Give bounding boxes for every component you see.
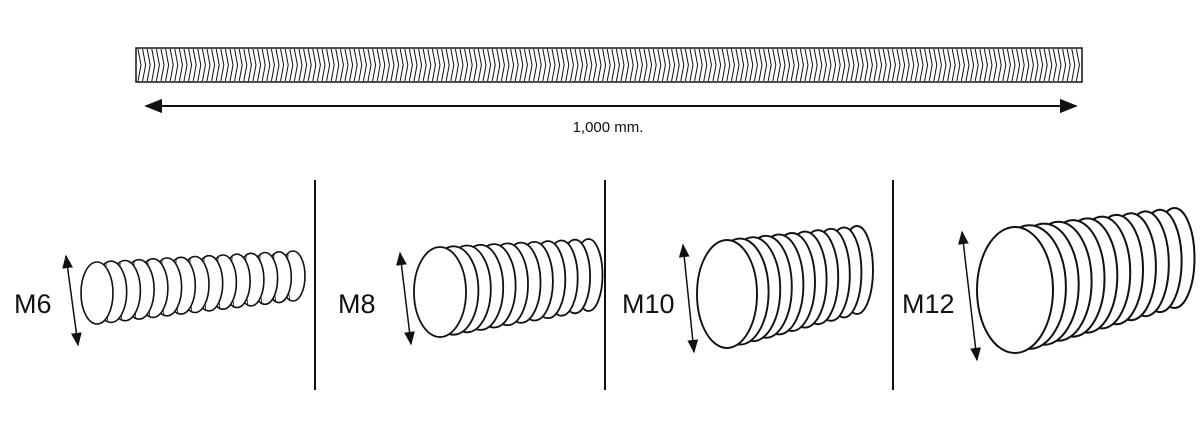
thread-ring [80, 261, 114, 325]
size-label-m8: M8 [338, 289, 376, 319]
length-label: 1,000 mm. [573, 119, 644, 136]
rod-thread-pattern [137, 48, 1080, 82]
thread-rod-m12 [976, 207, 1196, 354]
diameter-arrow-m8 [396, 251, 415, 346]
diameter-arrow-m10 [678, 243, 699, 354]
thread-rod-m6 [80, 250, 306, 325]
size-label-m10: M10 [622, 289, 675, 319]
thread-ring [976, 226, 1054, 354]
thread-rod-m10 [696, 225, 874, 349]
thread-ring [413, 246, 467, 338]
rod-section-m6: M6 [14, 250, 306, 347]
diameter-arrow-m6 [62, 254, 82, 347]
thread-ring [696, 239, 758, 349]
rod-section-m12: M12 [902, 207, 1196, 362]
size-label-m12: M12 [902, 289, 955, 319]
full-length-rod [135, 47, 1083, 83]
diameter-arrow-m12 [958, 230, 981, 362]
rod-section-m10: M10 [622, 225, 874, 354]
size-label-m6: M6 [14, 289, 52, 319]
rod-section-m8: M8 [338, 238, 604, 346]
thread-rod-m8 [413, 238, 604, 338]
